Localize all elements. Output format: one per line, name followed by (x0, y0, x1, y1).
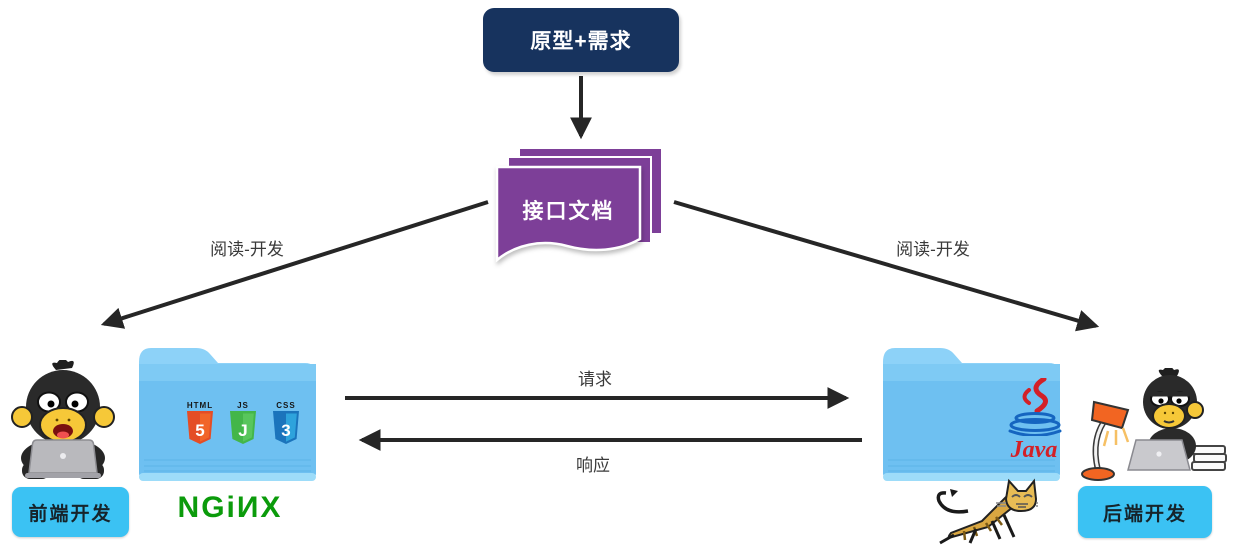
svg-text:5: 5 (195, 421, 204, 440)
java-logo: Java (998, 376, 1070, 464)
doc-sheet-front: 接口文档 (495, 165, 642, 265)
backend-developer-monkey (1081, 368, 1227, 481)
css3-icon: CSS 3 (268, 401, 304, 445)
html5-label: HTML (186, 401, 214, 410)
read-develop-label-left: 阅读-开发 (210, 240, 284, 259)
backend-folder (883, 348, 1060, 481)
doc-sheet-shape (495, 165, 642, 263)
java-wordmark: Java (1010, 437, 1058, 463)
api-doc-label: 接口文档 (522, 200, 615, 223)
css3-label: CSS (276, 401, 296, 410)
arrow-doc-to-backend (673, 200, 1100, 332)
response-label: 响应 (576, 456, 610, 475)
backend-role-label: 后端开发 (1078, 486, 1212, 538)
tomcat-logo (936, 478, 1038, 545)
prototype-requirements-box: 原型+需求 (483, 8, 679, 72)
frontend-folder (139, 348, 316, 481)
svg-text:J: J (238, 421, 247, 440)
frontend-developer-monkey (11, 360, 115, 479)
web-tech-icons: HTML 5 JS J CSS 3 (182, 401, 306, 445)
arrow-doc-to-frontend (100, 200, 489, 329)
javascript-label: JS (237, 401, 249, 410)
javascript-shield: J (230, 411, 256, 444)
svg-text:3: 3 (281, 421, 290, 440)
backend-role-text: 后端开发 (1102, 503, 1187, 525)
request-label: 请求 (578, 370, 612, 389)
nginx-logo: NGiИX (177, 491, 283, 524)
html5-shield: 5 (187, 411, 213, 444)
java-cup-icon (1008, 376, 1062, 437)
frontend-role-label: 前端开发 (12, 487, 129, 537)
frontend-role-text: 前端开发 (28, 503, 113, 525)
javascript-icon: JS J (225, 401, 261, 445)
css3-shield: 3 (273, 411, 299, 444)
books-stack (1191, 445, 1227, 471)
html5-icon: HTML 5 (182, 401, 218, 445)
read-develop-label-right: 阅读-开发 (896, 240, 970, 259)
prototype-requirements-label: 原型+需求 (530, 30, 632, 53)
